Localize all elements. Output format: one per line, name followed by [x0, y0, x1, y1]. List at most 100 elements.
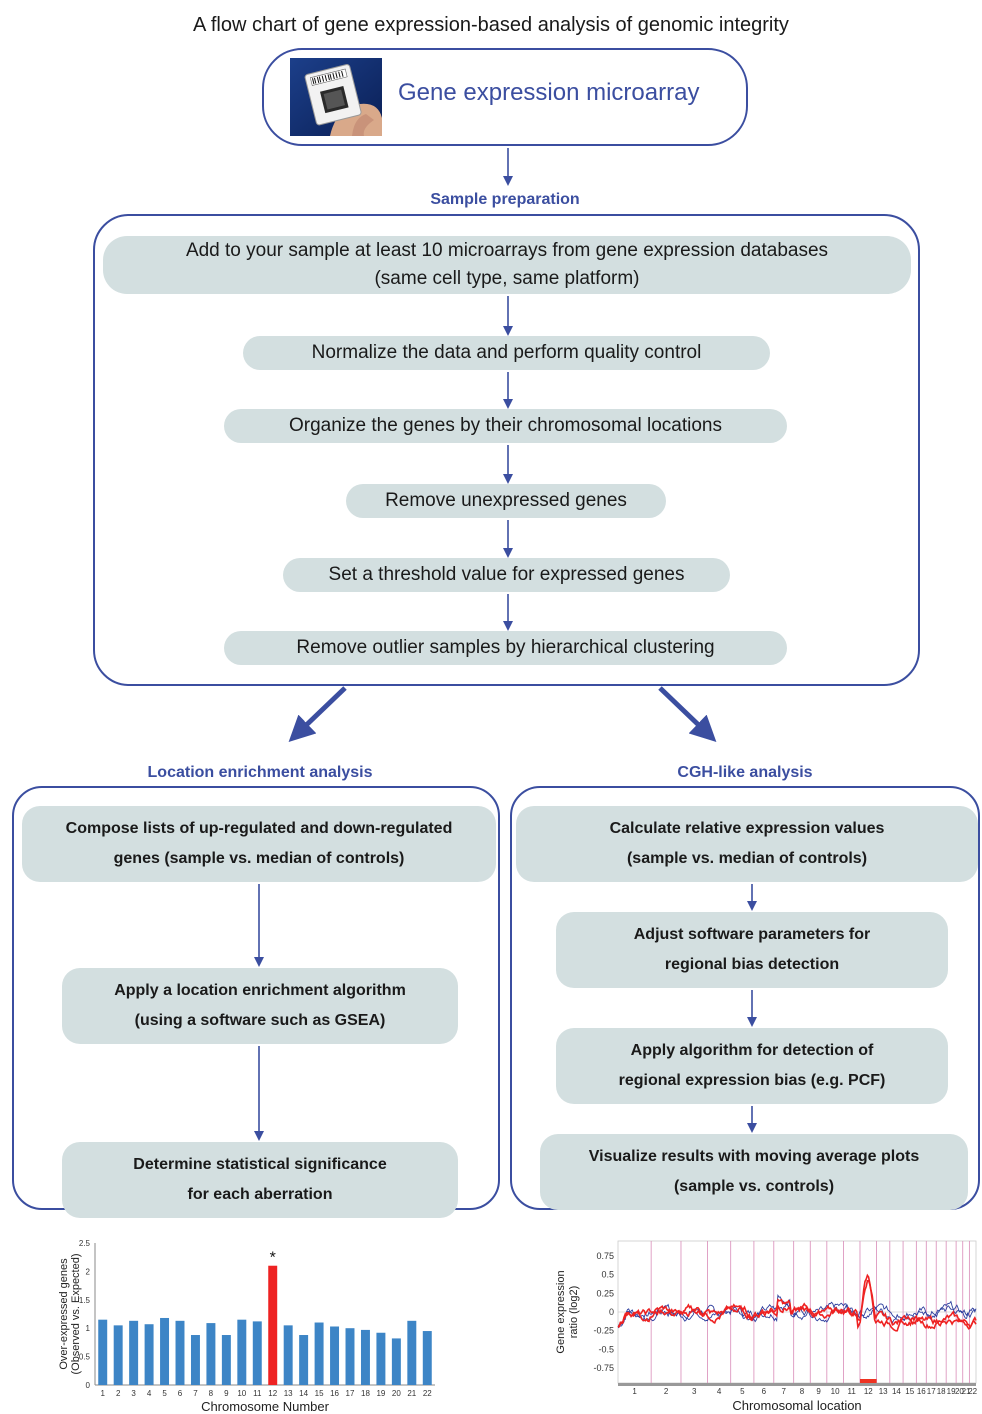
- x-tick-label: 16: [917, 1387, 926, 1396]
- x-tick-label: 19: [947, 1387, 956, 1396]
- x-axis-label: Chromosome Number: [201, 1399, 330, 1414]
- y-tick-label: -0.75: [593, 1363, 614, 1373]
- x-tick-label: 17: [346, 1389, 355, 1398]
- step-visualize-line1: Visualize results with moving average pl…: [588, 1148, 920, 1165]
- x-axis-label: Chromosomal location: [732, 1398, 861, 1413]
- step-organize-label: Organize the genes by their chromosomal …: [288, 415, 722, 436]
- step-remove-unexpressed-label: Remove unexpressed genes: [385, 490, 627, 511]
- arrow-split-right: [658, 686, 717, 742]
- sample-trace-2: [617, 1279, 977, 1332]
- x-tick-label: 16: [330, 1389, 339, 1398]
- bar-13: [283, 1325, 293, 1385]
- page-title: A flow chart of gene expression-based an…: [193, 14, 789, 36]
- bar-4: [144, 1324, 154, 1385]
- step-detection-algorithm: Apply algorithm for detection of regiona…: [556, 1028, 948, 1104]
- step-significance-line1: Determine statistical significance: [133, 1156, 387, 1173]
- x-tick-label: 20: [955, 1387, 964, 1396]
- x-tick-label: 18: [361, 1389, 370, 1398]
- step-organize: Organize the genes by their chromosomal …: [224, 409, 787, 443]
- y-axis-label-line2: (Observed vs. Expected): [70, 1253, 82, 1374]
- x-tick-label: 22: [423, 1389, 432, 1398]
- bar-5: [160, 1317, 170, 1385]
- x-tick-label: 14: [299, 1389, 308, 1398]
- x-tick-label: 21: [407, 1389, 416, 1398]
- step-significance: Determine statistical significance for e…: [62, 1142, 458, 1218]
- step-visualize: Visualize results with moving average pl…: [540, 1134, 968, 1210]
- y-tick-label: 1: [86, 1324, 91, 1333]
- x-tick-label: 21: [962, 1387, 971, 1396]
- step-adjust-line1: Adjust software parameters for: [633, 926, 871, 943]
- y-tick-label: 0: [86, 1381, 91, 1390]
- microarray-box: [262, 48, 748, 146]
- x-tick-label: 3: [692, 1387, 697, 1396]
- bar-17: [345, 1328, 355, 1385]
- step-enrichment-line1: Apply a location enrichment algorithm: [114, 982, 406, 999]
- x-tick-label: 12: [268, 1389, 277, 1398]
- x-tick-label: 11: [253, 1389, 262, 1398]
- x-tick-label: 17: [927, 1387, 936, 1396]
- y-tick-label: 0.75: [596, 1251, 614, 1261]
- x-tick-label: 10: [831, 1387, 840, 1396]
- step-compose-lists: Compose lists of up-regulated and down-r…: [22, 806, 496, 882]
- y-axis-label-line1: Over-expressed genes: [58, 1258, 70, 1370]
- x-tick-label: 5: [162, 1389, 167, 1398]
- x-tick-label: 14: [892, 1387, 901, 1396]
- microarray-label: Gene expression microarray: [398, 79, 700, 106]
- step-enrichment-algorithm: Apply a location enrichment algorithm (u…: [62, 968, 458, 1044]
- bar-9: [221, 1335, 231, 1385]
- y-axis-label: Gene expressionratio (log2): [555, 1270, 580, 1353]
- step-relative-line1: Calculate relative expression values: [609, 820, 885, 837]
- y-tick-label: 0.25: [596, 1288, 614, 1298]
- cgh-title: CGH-like analysis: [677, 764, 813, 781]
- x-tick-label: 1: [632, 1387, 637, 1396]
- peak-marker: [859, 1379, 877, 1383]
- step-relative-expression: Calculate relative expression values (sa…: [516, 806, 978, 882]
- step-normalize: Normalize the data and perform quality c…: [243, 336, 770, 370]
- y-tick-label: 2: [86, 1267, 91, 1276]
- bar-15: [314, 1322, 324, 1385]
- y-tick-label: -0.5: [598, 1344, 614, 1354]
- x-tick-label: 2: [116, 1389, 121, 1398]
- y-tick-label: 1.5: [79, 1296, 91, 1305]
- bar-19: [376, 1332, 386, 1385]
- significance-marker: *: [270, 1250, 276, 1267]
- chromosome-band: [618, 1383, 976, 1386]
- bar-14: [299, 1335, 309, 1385]
- x-tick-label: 2: [664, 1387, 669, 1396]
- step-remove-outliers: Remove outlier samples by hierarchical c…: [224, 631, 787, 665]
- step-compose-line1: Compose lists of up-regulated and down-r…: [65, 820, 453, 837]
- bar-2: [113, 1325, 123, 1385]
- location-title: Location enrichment analysis: [147, 764, 373, 781]
- bar-18: [360, 1329, 370, 1385]
- x-tick-label: 18: [937, 1387, 946, 1396]
- y-axis-label-line2: ratio (log2): [568, 1286, 580, 1339]
- step-detection-line1: Apply algorithm for detection of: [630, 1042, 874, 1059]
- step-normalize-label: Normalize the data and perform quality c…: [311, 342, 702, 363]
- y-tick-label: 0.5: [79, 1353, 91, 1362]
- x-tick-label: 9: [224, 1389, 229, 1398]
- x-tick-label: 5: [740, 1387, 745, 1396]
- microarray-photo: [290, 58, 382, 136]
- bar-12: [268, 1265, 278, 1385]
- y-tick-label: -0.25: [593, 1326, 614, 1336]
- x-tick-label: 9: [816, 1387, 821, 1396]
- x-tick-label: 15: [315, 1389, 324, 1398]
- x-tick-label: 6: [178, 1389, 183, 1398]
- x-tick-label: 11: [848, 1387, 857, 1396]
- x-tick-label: 19: [376, 1389, 385, 1398]
- step-add-line1: Add to your sample at least 10 microarra…: [185, 240, 829, 261]
- x-tick-label: 7: [193, 1389, 198, 1398]
- y-tick-label: 2.5: [79, 1239, 91, 1248]
- bar-22: [422, 1331, 432, 1385]
- x-tick-label: 13: [879, 1387, 888, 1396]
- step-detection-line2: regional expression bias (e.g. PCF): [618, 1072, 886, 1089]
- x-tick-label: 6: [762, 1387, 767, 1396]
- bar-20: [391, 1338, 401, 1385]
- bar-8: [206, 1323, 216, 1385]
- bar-16: [330, 1326, 340, 1385]
- step-relative-line2: (sample vs. median of controls): [626, 850, 868, 867]
- step-remove-unexpressed: Remove unexpressed genes: [346, 484, 666, 518]
- x-tick-label: 22: [968, 1387, 977, 1396]
- x-tick-label: 20: [392, 1389, 401, 1398]
